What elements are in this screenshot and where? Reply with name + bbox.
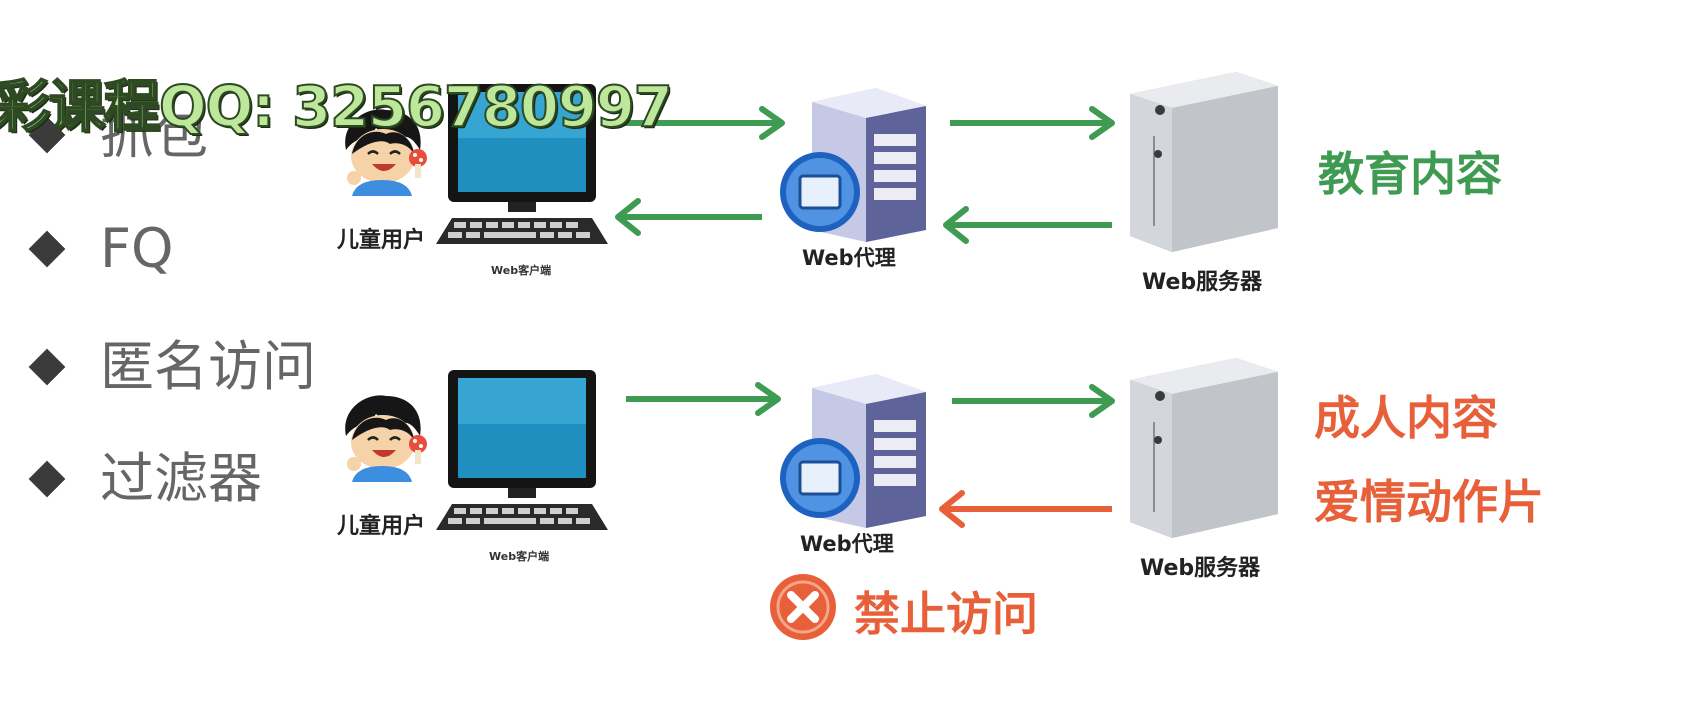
bullet-text: 过滤器: [100, 447, 262, 510]
adult-content-label: 成人内容: [1314, 391, 1498, 445]
bullet-text: FQ: [100, 217, 174, 280]
diamond-bullet-icon: [28, 348, 66, 386]
access-denied-label: 禁止访问: [854, 587, 1038, 641]
education-content-label: 教育内容: [1318, 147, 1502, 201]
child-avatar-icon: [345, 109, 427, 196]
adult-content-label-2: 爱情动作片: [1314, 475, 1544, 529]
request-arrow-icon: [610, 106, 785, 140]
request-arrow-icon: [950, 106, 1115, 140]
web-server-icon: [1130, 358, 1278, 538]
web-proxy-server-icon: [780, 88, 926, 242]
web-proxy-label: Web代理: [802, 246, 896, 270]
bullet-item-4: 过滤器: [28, 452, 262, 506]
web-client-label: Web客户端: [491, 264, 552, 277]
watermark-text: 彩课程QQ: 3256780997: [0, 74, 674, 141]
response-arrow-icon: [615, 198, 762, 236]
bullet-item-3: 匿名访问: [28, 340, 316, 394]
web-proxy-label: Web代理: [800, 532, 894, 556]
bullet-item-1: 抓包: [28, 108, 208, 162]
request-arrow-icon: [952, 384, 1115, 418]
child-avatar-icon: [345, 395, 427, 482]
web-client-label: Web客户端: [489, 550, 550, 563]
computer-monitor-icon: [436, 370, 608, 530]
blocked-response-arrow-icon: [939, 490, 1112, 528]
web-proxy-server-icon: [780, 374, 926, 528]
web-server-label: Web服务器: [1142, 270, 1263, 295]
computer-monitor-icon: [436, 84, 608, 244]
web-server-label: Web服务器: [1140, 556, 1261, 581]
diamond-bullet-icon: [28, 230, 66, 268]
request-arrow-icon: [626, 382, 781, 416]
web-server-icon: [1130, 72, 1278, 252]
child-user-label: 儿童用户: [337, 228, 426, 253]
bullet-item-2: FQ: [28, 222, 174, 276]
bullet-text: 匿名访问: [100, 335, 316, 398]
diamond-bullet-icon: [28, 460, 66, 498]
bullet-text: 抓包: [100, 103, 208, 166]
access-denied-icon: [770, 574, 836, 640]
child-user-label: 儿童用户: [337, 514, 426, 539]
response-arrow-icon: [943, 206, 1112, 244]
